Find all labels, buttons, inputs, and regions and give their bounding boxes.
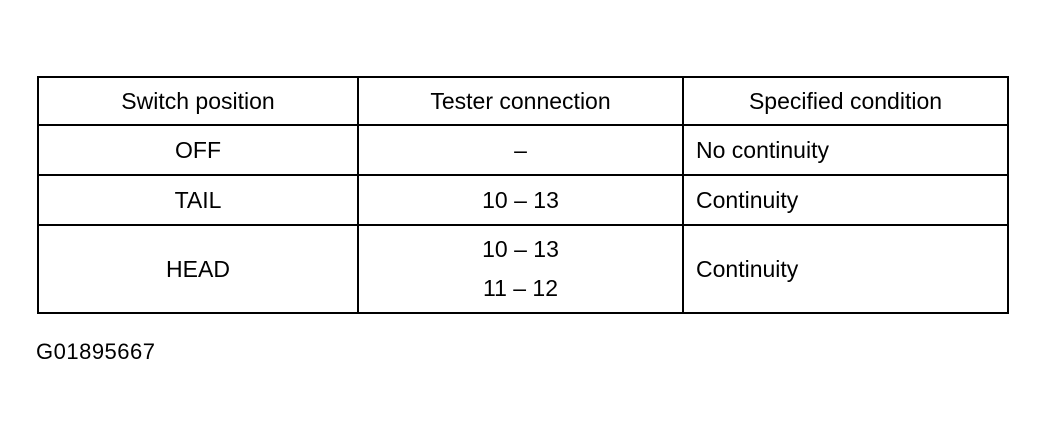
specified-condition-cell: Continuity <box>682 174 1009 226</box>
tester-connection-value: 10 – 13 <box>482 236 559 262</box>
table-header-row: Switch position Tester connection Specif… <box>37 76 1009 126</box>
switch-position-cell: HEAD <box>37 224 359 314</box>
tester-connection-cell: – <box>357 124 684 176</box>
figure-code: G01895667 <box>36 339 156 364</box>
tester-connection-cell: 10 – 13 <box>357 174 684 226</box>
switch-position-cell: OFF <box>37 124 359 176</box>
table-row: HEAD 10 – 13 11 – 12 Continuity <box>37 224 1009 314</box>
table-row: OFF – No continuity <box>37 124 1009 176</box>
continuity-spec-table: Switch position Tester connection Specif… <box>37 76 1009 314</box>
specified-condition-cell: No continuity <box>682 124 1009 176</box>
table-row: TAIL 10 – 13 Continuity <box>37 174 1009 226</box>
tester-connection-value: 11 – 12 <box>482 275 559 301</box>
header-tester-connection: Tester connection <box>357 76 684 126</box>
tester-connection-cell: 10 – 13 11 – 12 <box>357 224 684 314</box>
specified-condition-cell: Continuity <box>682 224 1009 314</box>
header-switch-position: Switch position <box>37 76 359 126</box>
switch-position-cell: TAIL <box>37 174 359 226</box>
header-specified-condition: Specified condition <box>682 76 1009 126</box>
